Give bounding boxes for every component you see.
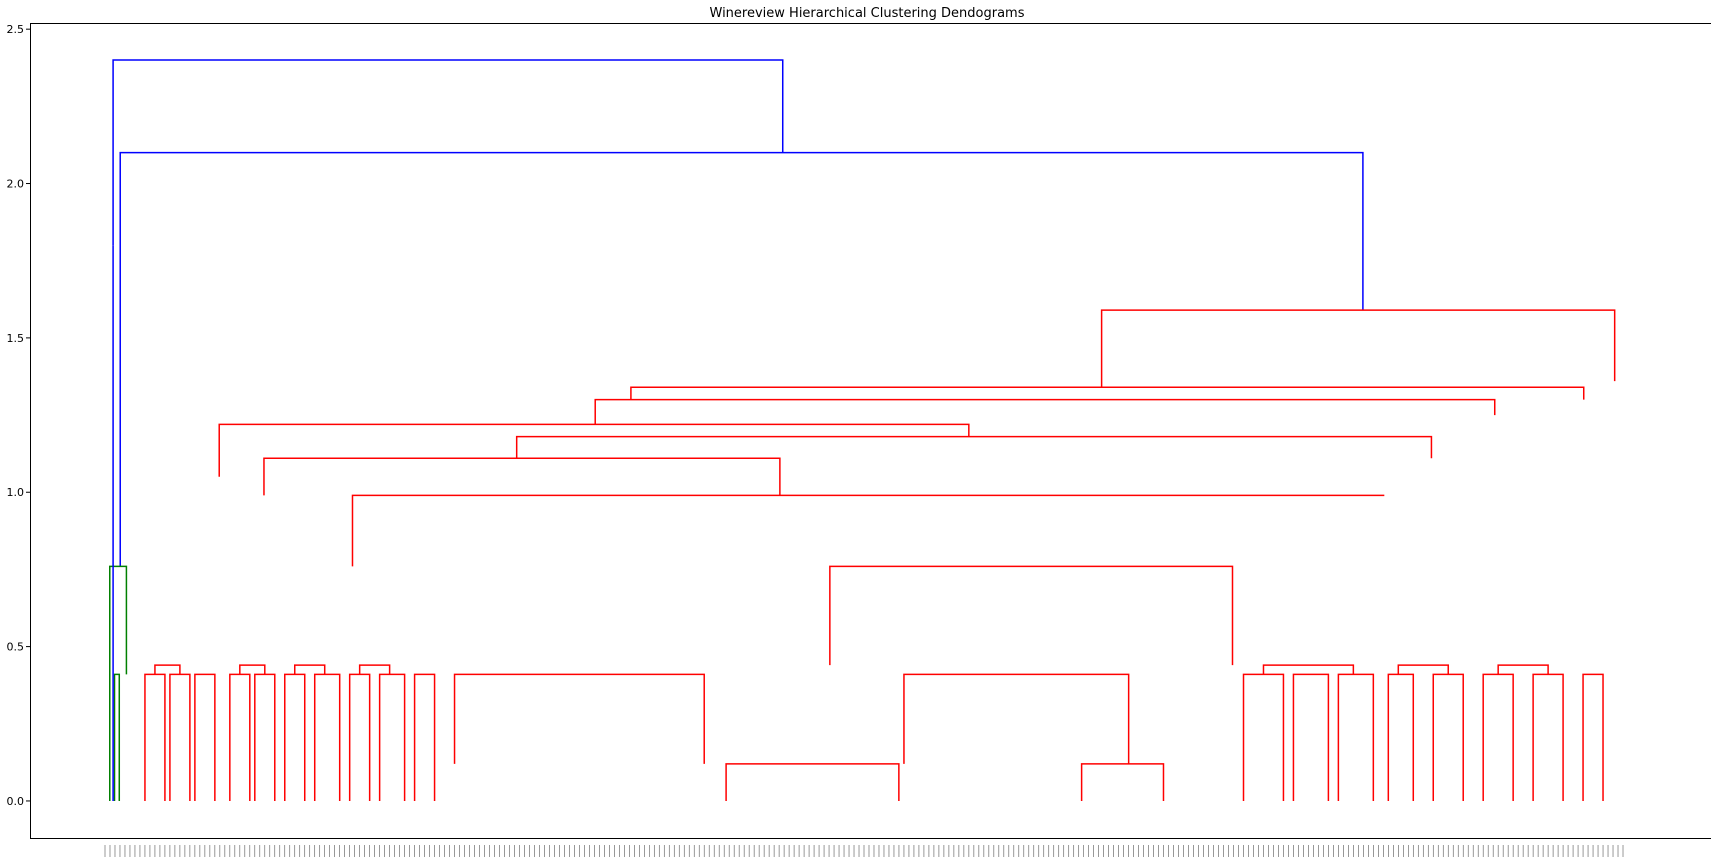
dendrogram-link bbox=[119, 151, 1364, 567]
dendrogram-link bbox=[725, 763, 900, 801]
dendrogram-link bbox=[903, 673, 1130, 764]
plot-area-frame bbox=[30, 23, 1711, 839]
dendrogram-link bbox=[239, 664, 266, 675]
dendrogram-link bbox=[313, 673, 341, 801]
dendrogram-link bbox=[453, 673, 705, 764]
dendrogram-link bbox=[358, 664, 391, 675]
dendrogram-link bbox=[348, 673, 371, 801]
y-tick-label: 2.5 bbox=[7, 23, 25, 36]
y-tick-label: 2.0 bbox=[7, 178, 25, 191]
y-tick-label: 0.0 bbox=[7, 795, 25, 808]
dendrogram-link bbox=[413, 673, 436, 801]
dendrogram-link bbox=[1497, 664, 1549, 675]
dendrogram-link bbox=[1337, 673, 1375, 801]
dendrogram-link bbox=[1397, 664, 1449, 675]
dendrogram-link bbox=[1582, 673, 1604, 801]
dendrogram-link bbox=[112, 59, 784, 246]
dendrogram-link bbox=[229, 673, 251, 801]
dendrogram-link bbox=[630, 386, 1585, 400]
dendrogram-link bbox=[1242, 673, 1285, 801]
y-tick-label: 0.5 bbox=[7, 641, 25, 654]
dendrogram-link bbox=[378, 673, 406, 801]
dendrogram-link bbox=[594, 398, 1496, 425]
dendrogram-link bbox=[1080, 763, 1165, 801]
dendrogram-link bbox=[829, 565, 1234, 666]
dendrogram-link bbox=[294, 664, 326, 675]
dendrogram-link bbox=[263, 457, 781, 496]
dendrogram-link bbox=[254, 673, 276, 801]
dendrogram-link bbox=[154, 664, 181, 675]
dendrogram-link bbox=[284, 673, 306, 801]
dendrogram-link bbox=[1387, 673, 1415, 801]
dendrogram-link bbox=[1292, 673, 1330, 801]
y-axis: 0.0 0.5 1.0 1.5 2.0 2.5 bbox=[7, 23, 30, 808]
dendrogram-link bbox=[1262, 664, 1355, 675]
dendrogram-link bbox=[1482, 673, 1514, 801]
leaf-label-strip bbox=[103, 844, 1630, 858]
dendrogram-link bbox=[109, 565, 128, 801]
chart-title: Winereview Hierarchical Clustering Dendo… bbox=[710, 6, 1025, 21]
dendrogram-link bbox=[194, 673, 216, 801]
dendrogram-link bbox=[515, 435, 1433, 459]
y-tick-label: 1.5 bbox=[7, 332, 25, 345]
y-tick-label: 1.0 bbox=[7, 486, 25, 499]
dendrogram-link bbox=[1432, 673, 1464, 801]
dendrogram-link bbox=[218, 423, 970, 477]
dendrogram-link bbox=[169, 673, 191, 801]
leaf-label-band bbox=[103, 844, 1630, 858]
dendrogram-link bbox=[1532, 673, 1564, 801]
dendrogram-link bbox=[1100, 309, 1616, 388]
dendrogram-link bbox=[144, 673, 166, 801]
dendrogram-link bbox=[113, 673, 121, 801]
dendrogram-links bbox=[109, 59, 1616, 801]
dendrogram-link bbox=[351, 494, 1385, 567]
